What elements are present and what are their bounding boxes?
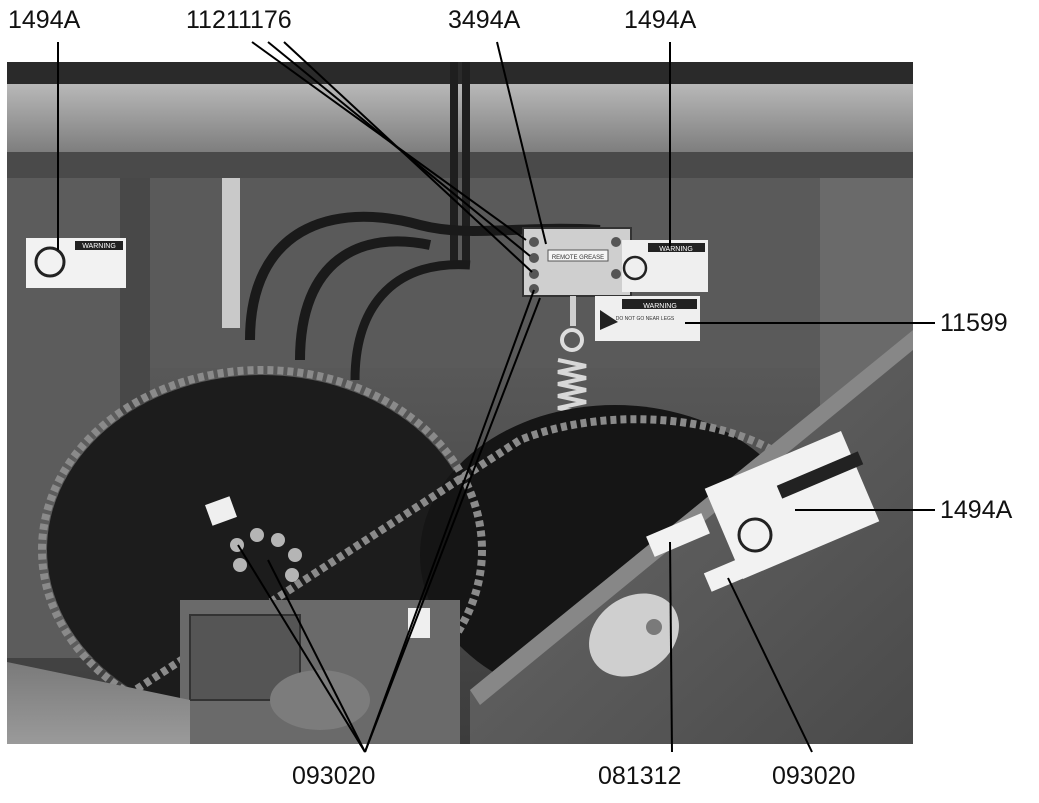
left-decal-hand-icon [34,246,66,278]
upper-crossbeam [7,84,913,152]
back-panel [150,178,870,368]
callout-1494a-right: 1494A [940,496,1013,524]
center-rod-right [462,62,470,262]
spring [557,358,587,416]
arm-decal-hand-icon [737,517,773,553]
upper-decal-warning-text: WARNING [659,246,693,253]
lower-decal-warning-text: WARNING [643,303,677,310]
grease-bracket-label [547,249,609,262]
gearbox-decal [408,608,430,638]
upper-right-decal-hand-icon [622,255,648,281]
lower-decal-body-text: DO NOT GO NEAR LEGS [616,316,675,322]
arm-decal-081312 [646,513,710,557]
floor-left [7,662,190,744]
hose-2 [295,236,432,361]
callout-3494a: 3494A [448,6,521,34]
hose-3 [350,260,471,381]
top-beam [7,62,913,84]
callout-1494a-top-right: 1494A [624,6,697,34]
leader-lines [57,41,935,753]
callout-11211176: 11211176 [186,6,292,34]
callout-1494a-top-left: 1494A [8,6,81,34]
arm-decal-093020 [703,556,753,592]
callout-081312: 081312 [598,762,682,790]
callout-093020-right: 093020 [772,762,856,790]
sprocket-decal [205,496,237,526]
crossbeam-shadow [7,152,913,178]
pivot-hub [589,593,679,677]
left-decal-warning-text: WARNING [82,243,116,250]
hydraulic-rod [222,178,240,328]
spring-rod [570,296,576,326]
grease-bracket-text: REMOTE GREASE [552,255,604,261]
callout-093020-left: 093020 [292,762,376,790]
spring-eye [560,328,584,352]
callout-11599: 11599 [940,309,1008,337]
center-rod-left [450,62,458,262]
